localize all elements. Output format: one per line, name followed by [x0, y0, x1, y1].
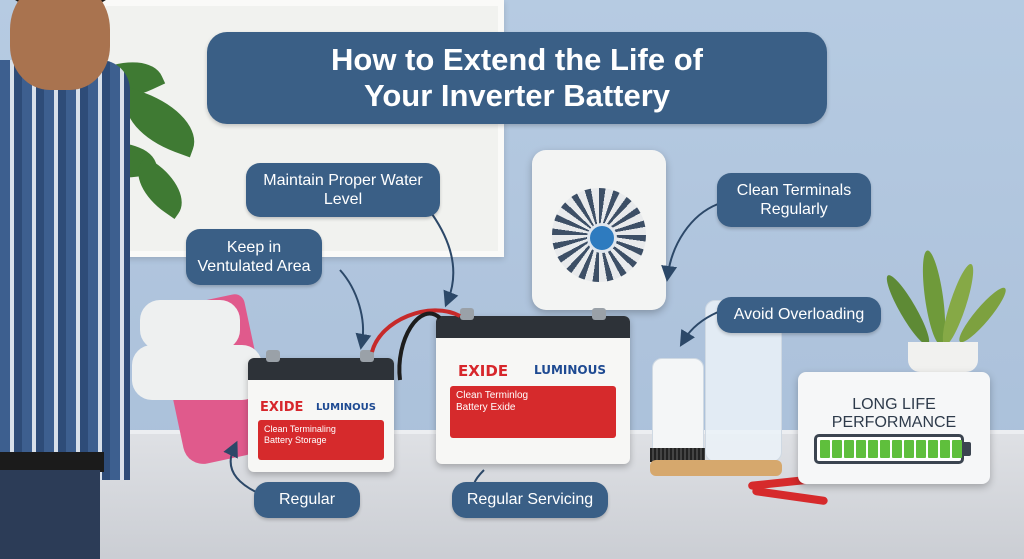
glove-right — [140, 300, 240, 350]
charge-segment — [952, 440, 962, 458]
charge-segment — [844, 440, 854, 458]
charge-segment — [940, 440, 950, 458]
brush-bristles — [650, 448, 705, 462]
glove-left — [132, 345, 262, 400]
battery-label-text: Clean Terminlog Battery Exide — [456, 390, 529, 413]
charge-segment — [856, 440, 866, 458]
battery-label-strip: Clean Terminaling Battery Storage — [258, 420, 384, 460]
charge-segment — [868, 440, 878, 458]
battery-terminal — [460, 308, 474, 320]
long-life-title: LONG LIFE PERFORMANCE — [831, 396, 957, 432]
callout-avoid-overloading: Avoid Overloading — [717, 297, 881, 333]
charge-fill — [820, 440, 962, 458]
callout-water-text: Maintain Proper Water Level — [263, 171, 423, 208]
jeans — [0, 470, 100, 559]
battery-terminal — [360, 350, 374, 362]
battery-charge-icon — [814, 434, 964, 464]
battery-small: EXIDE LUMINOUS Clean Terminaling Battery… — [248, 350, 394, 472]
brand-exide: EXIDE — [260, 400, 304, 415]
fan-icon — [552, 188, 646, 282]
battery-label-text: Clean Terminaling Battery Storage — [264, 424, 336, 445]
charge-segment — [892, 440, 902, 458]
title-text: How to Extend the Life of Your Inverter … — [331, 42, 703, 113]
battery-lid — [248, 358, 394, 380]
battery-terminal — [592, 308, 606, 320]
charge-segment — [928, 440, 938, 458]
small-bottle — [652, 358, 704, 460]
long-life-card: LONG LIFE PERFORMANCE — [798, 372, 990, 484]
charge-segment — [832, 440, 842, 458]
battery-label-strip: Clean Terminlog Battery Exide — [450, 386, 616, 438]
callout-terminals-text: Clean Terminals Regularly — [736, 181, 852, 218]
callout-clean-terminals: Clean Terminals Regularly — [717, 173, 871, 227]
charge-segment — [904, 440, 914, 458]
plant-pot — [908, 342, 978, 372]
callout-water-level: Maintain Proper Water Level — [246, 163, 440, 217]
charge-segment — [916, 440, 926, 458]
face — [10, 0, 110, 90]
callout-regular-text: Regular — [278, 491, 336, 509]
callout-regular: Regular — [254, 482, 360, 518]
battery-terminal — [266, 350, 280, 362]
callout-ventilated-area: Keep in Ventulated Area — [186, 229, 322, 285]
page-title: How to Extend the Life of Your Inverter … — [207, 32, 827, 124]
callout-overloading-text: Avoid Overloading — [733, 306, 865, 324]
cleaning-brush — [650, 460, 782, 476]
fan-hub — [587, 223, 617, 253]
callout-servicing-text: Regular Servicing — [466, 491, 594, 509]
inverter-unit — [532, 150, 666, 310]
brand-luminous: LUMINOUS — [534, 363, 606, 377]
battery-lid — [436, 316, 630, 338]
belt — [0, 452, 104, 472]
checked-shirt — [0, 60, 130, 480]
charge-segment — [820, 440, 830, 458]
callout-regular-servicing: Regular Servicing — [452, 482, 608, 518]
battery-cap — [964, 442, 971, 456]
charge-segment — [880, 440, 890, 458]
callout-ventilated-text: Keep in Ventulated Area — [197, 238, 311, 275]
brand-luminous: LUMINOUS — [316, 402, 376, 413]
brand-exide: EXIDE — [458, 362, 509, 380]
battery-large: EXIDE LUMINOUS Clean Terminlog Battery E… — [436, 308, 630, 464]
